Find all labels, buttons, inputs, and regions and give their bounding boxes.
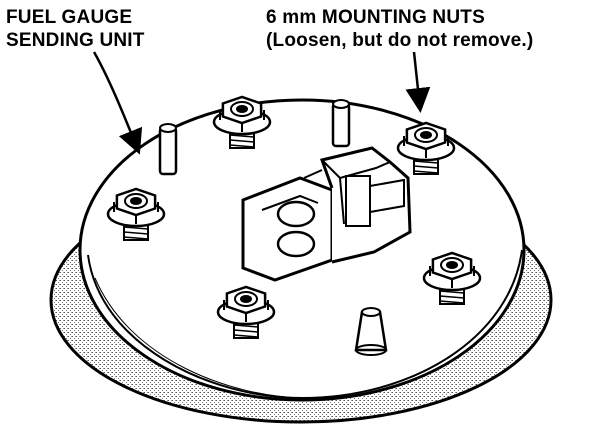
hex-nut-icon	[106, 187, 166, 241]
hex-nut-icon	[422, 251, 482, 305]
electrical-connector	[241, 146, 412, 282]
mounting-stud-icon	[158, 123, 178, 176]
hex-nut-icon	[216, 285, 276, 339]
mounting-nuts-label-line2: (Loosen, but do not remove.)	[266, 30, 534, 51]
mounting-stud-icon	[354, 307, 388, 356]
hex-nut-group	[106, 95, 482, 339]
arrow-leader-icon	[405, 51, 431, 113]
hex-nut-icon	[212, 95, 272, 149]
sending-unit-label-line1: FUEL GAUGE	[6, 7, 133, 28]
mounting-stud-icon	[331, 99, 351, 148]
sending-unit-label: FUEL GAUGE SENDING UNIT	[6, 6, 145, 52]
sending-unit-label-line2: SENDING UNIT	[6, 30, 145, 51]
hex-nut-icon	[396, 121, 456, 175]
mounting-nuts-label-line1: 6 mm MOUNTING NUTS	[266, 7, 485, 28]
arrow-leader-icon	[92, 51, 143, 155]
mounting-nuts-label: 6 mm MOUNTING NUTS (Loosen, but do not r…	[266, 6, 533, 52]
